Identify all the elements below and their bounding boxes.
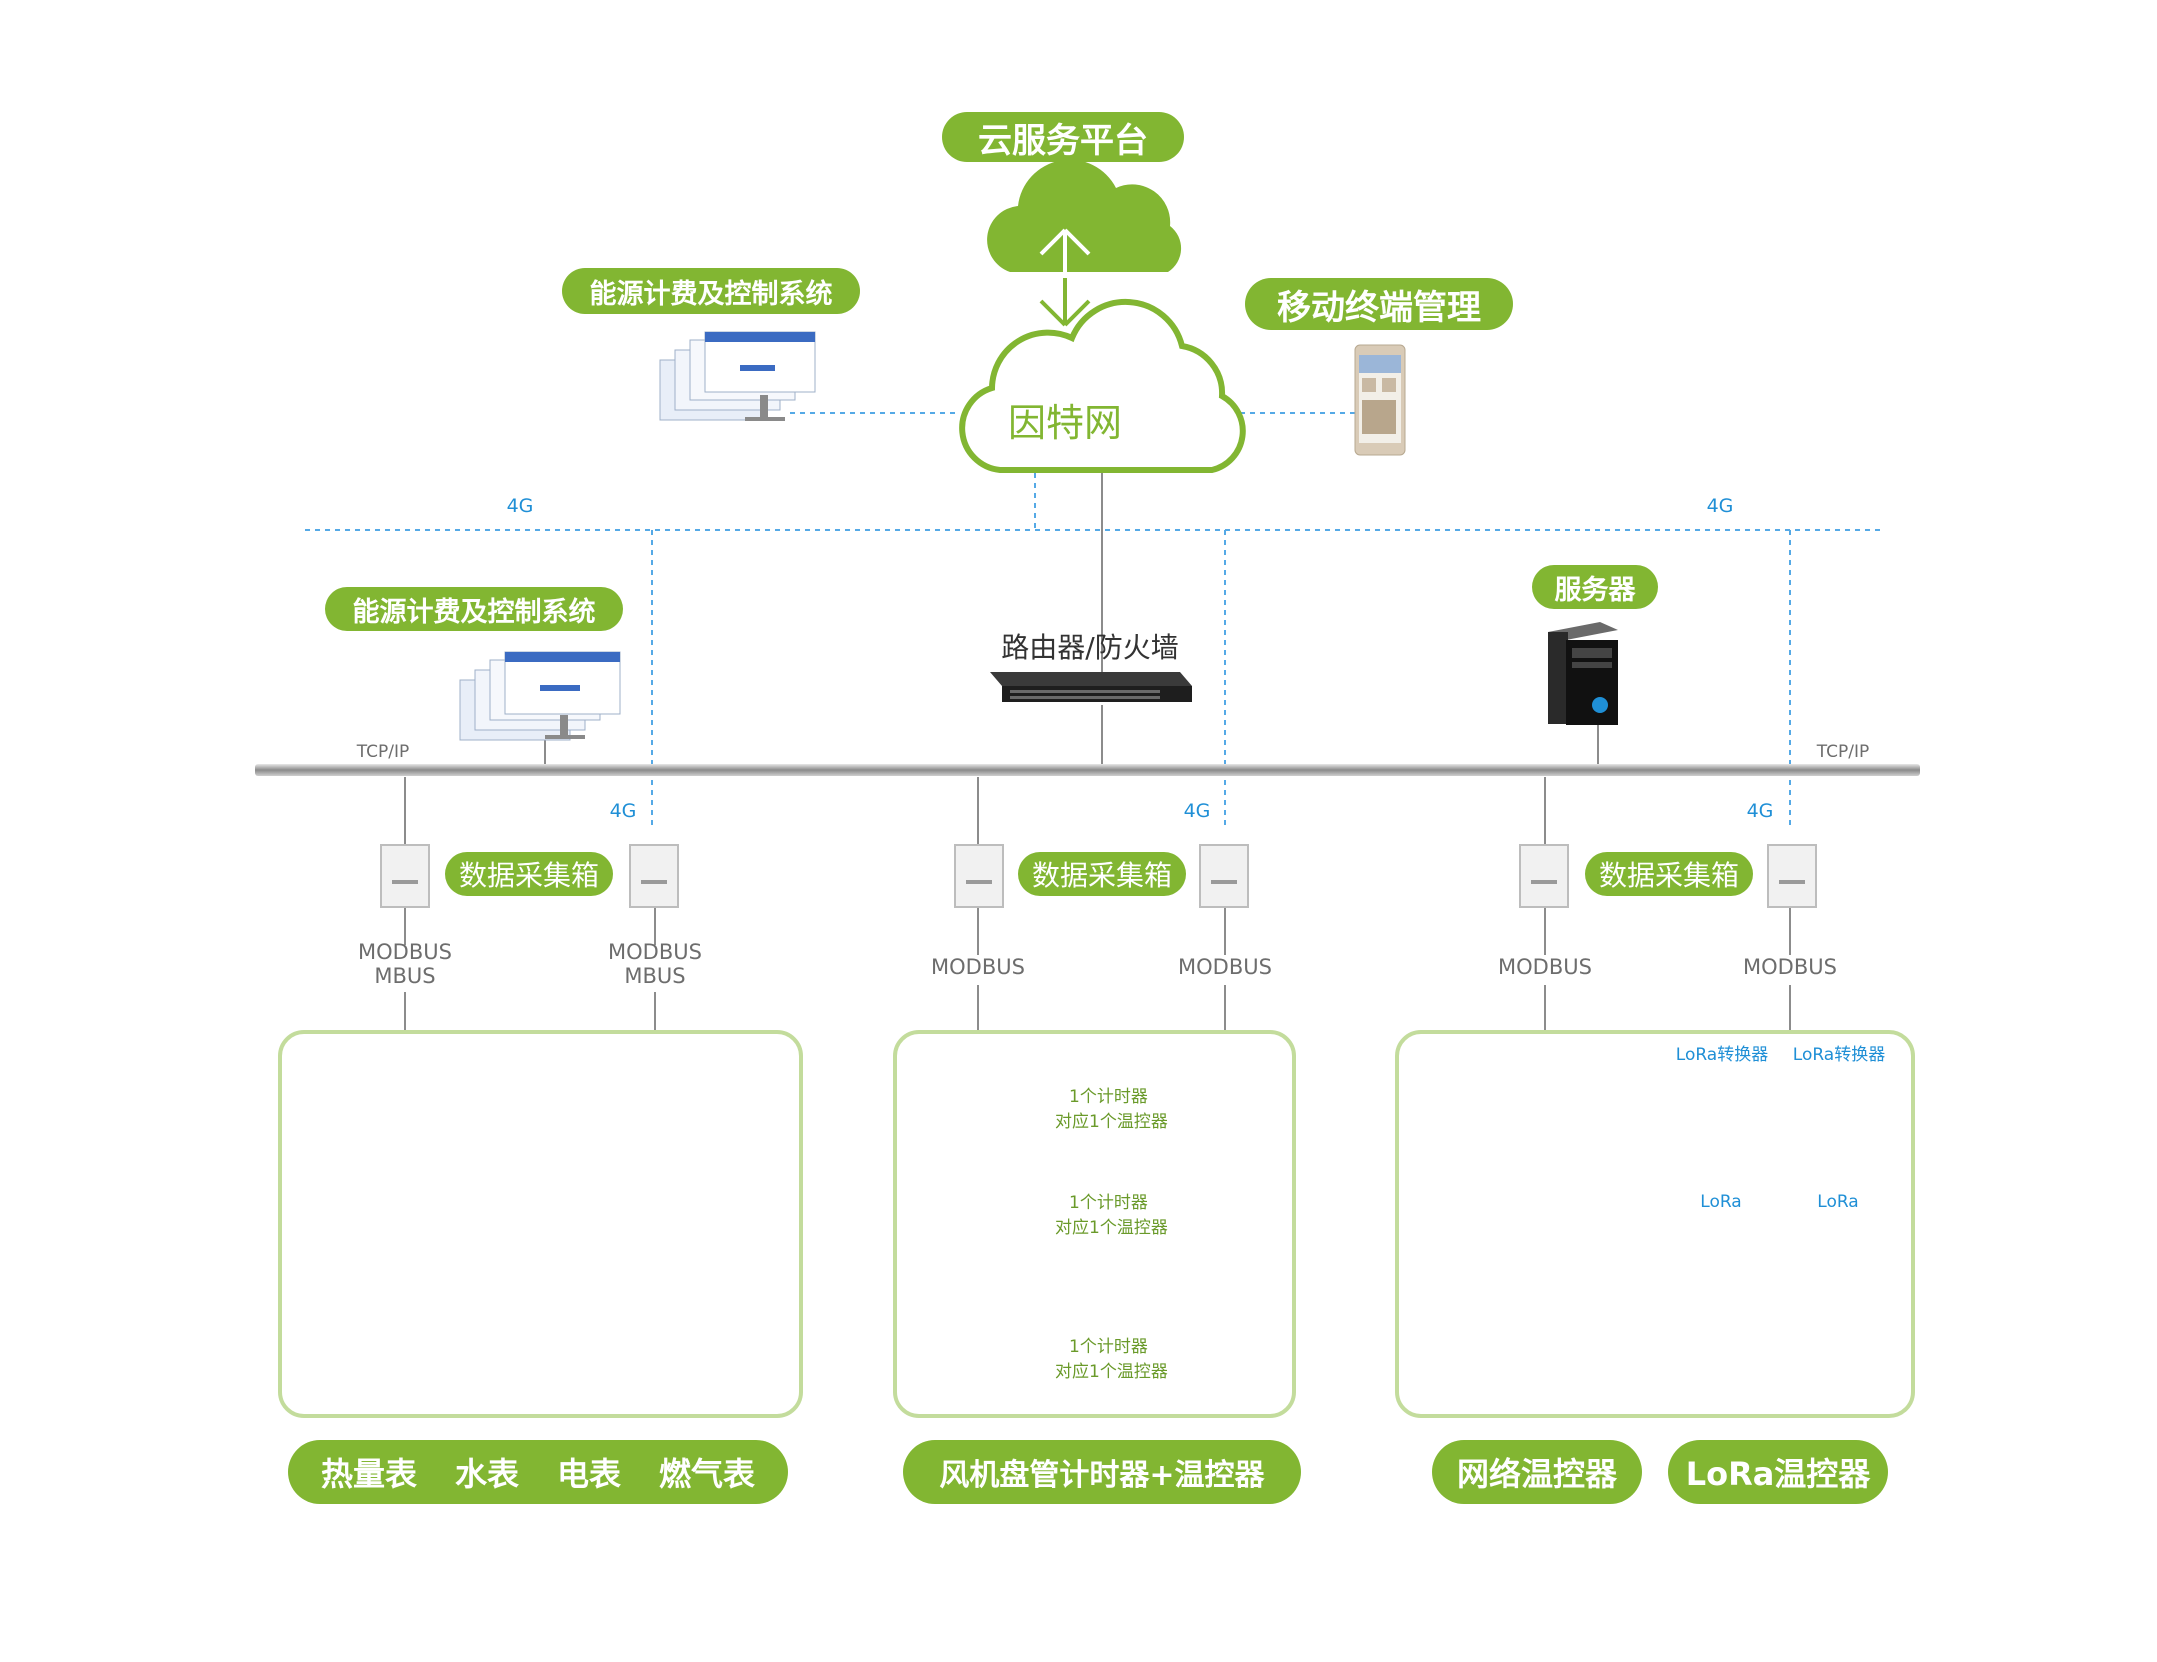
data-collector-box (380, 844, 1817, 908)
electric-meter-label: 电表 (556, 1455, 621, 1493)
gas-meter-label: 燃气表 (658, 1455, 755, 1493)
lora-label-1: LoRa (1700, 1192, 1742, 1212)
4g-signal-label-3: 4G (609, 800, 637, 822)
cloud-platform-label: 云服务平台 (942, 112, 1184, 162)
lora-label-2: LoRa (1817, 1192, 1859, 1212)
protocol-label-4: MODBUS (1178, 955, 1272, 979)
tcpip-bus (255, 764, 1920, 776)
meters-bottom-label: 热量表 水表 电表 燃气表 (288, 1440, 788, 1504)
timer-line-1: 1个计时器 (1069, 1193, 1148, 1213)
timer-line-1: 1个计时器 (1069, 1337, 1148, 1357)
4g-signal-label-2: 4G (1706, 495, 1734, 517)
wired-lines (404, 473, 1791, 1030)
meters-panel (278, 1030, 803, 1418)
fan-coil-panel (893, 1030, 1296, 1418)
tcpip-right-label: TCP/IP (1816, 742, 1870, 762)
energy-system-mid-label: 能源计费及控制系统 (325, 587, 623, 631)
heat-meter-label: 热量表 (320, 1455, 417, 1493)
protocol-mbus: MBUS (624, 964, 686, 988)
4g-signal-label-5: 4G (1746, 800, 1774, 822)
cloud-upload-icon (987, 159, 1182, 327)
monitor-stack-icon-mid (459, 651, 621, 741)
lora-converter-label-1: LoRa转换器 (1675, 1045, 1769, 1065)
smartphone-icon (1354, 344, 1406, 456)
water-meter-label: 水表 (454, 1455, 519, 1493)
protocol-label-5: MODBUS (1498, 955, 1592, 979)
internet-cloud-icon (959, 298, 1246, 473)
data-box-label-1: 数据采集箱 (445, 852, 613, 896)
network-thermostat-bottom-label: 网络温控器 (1432, 1440, 1642, 1504)
router-firewall-icon (990, 672, 1192, 702)
timer-link-text-1: 1个计时器 对应1个温控器 (1055, 1082, 1168, 1132)
fan-coil-bottom-label: 风机盘管计时器+温控器 (903, 1440, 1301, 1504)
lora-thermostat-bottom-label: LoRa温控器 (1668, 1440, 1888, 1504)
data-collector-box-label (392, 880, 1805, 884)
server-label: 服务器 (1532, 565, 1658, 609)
server-tower-icon (1548, 622, 1618, 725)
protocol-mbus: MBUS (374, 964, 436, 988)
internet-label: 因特网 (1007, 401, 1122, 445)
timer-line-2: 对应1个温控器 (1055, 1218, 1168, 1238)
mobile-terminal-label: 移动终端管理 (1245, 278, 1513, 330)
monitor-stack-icon-top (659, 331, 816, 421)
timer-line-1: 1个计时器 (1069, 1087, 1148, 1107)
energy-system-top-label: 能源计费及控制系统 (562, 268, 860, 314)
data-box-label-2: 数据采集箱 (1018, 852, 1186, 896)
protocol-modbus: MODBUS (358, 940, 452, 964)
timer-link-text-2: 1个计时器 对应1个温控器 (1055, 1188, 1168, 1238)
protocol-label-6: MODBUS (1743, 955, 1837, 979)
protocol-label-2: MODBUS MBUS (600, 940, 710, 988)
lora-converter-label-2: LoRa转换器 (1792, 1045, 1886, 1065)
protocol-label-1: MODBUS MBUS (350, 940, 460, 988)
4g-signal-label-1: 4G (506, 495, 534, 517)
router-label: 路由器/防火墙 (1001, 631, 1179, 664)
timer-line-2: 对应1个温控器 (1055, 1112, 1168, 1132)
tcpip-left-label: TCP/IP (356, 742, 410, 762)
4g-signal-label-4: 4G (1183, 800, 1211, 822)
timer-link-text-3: 1个计时器 对应1个温控器 (1055, 1332, 1168, 1382)
data-box-label-3: 数据采集箱 (1585, 852, 1753, 896)
timer-line-2: 对应1个温控器 (1055, 1362, 1168, 1382)
thermostat-panel (1395, 1030, 1915, 1418)
protocol-label-3: MODBUS (931, 955, 1025, 979)
protocol-modbus: MODBUS (608, 940, 702, 964)
